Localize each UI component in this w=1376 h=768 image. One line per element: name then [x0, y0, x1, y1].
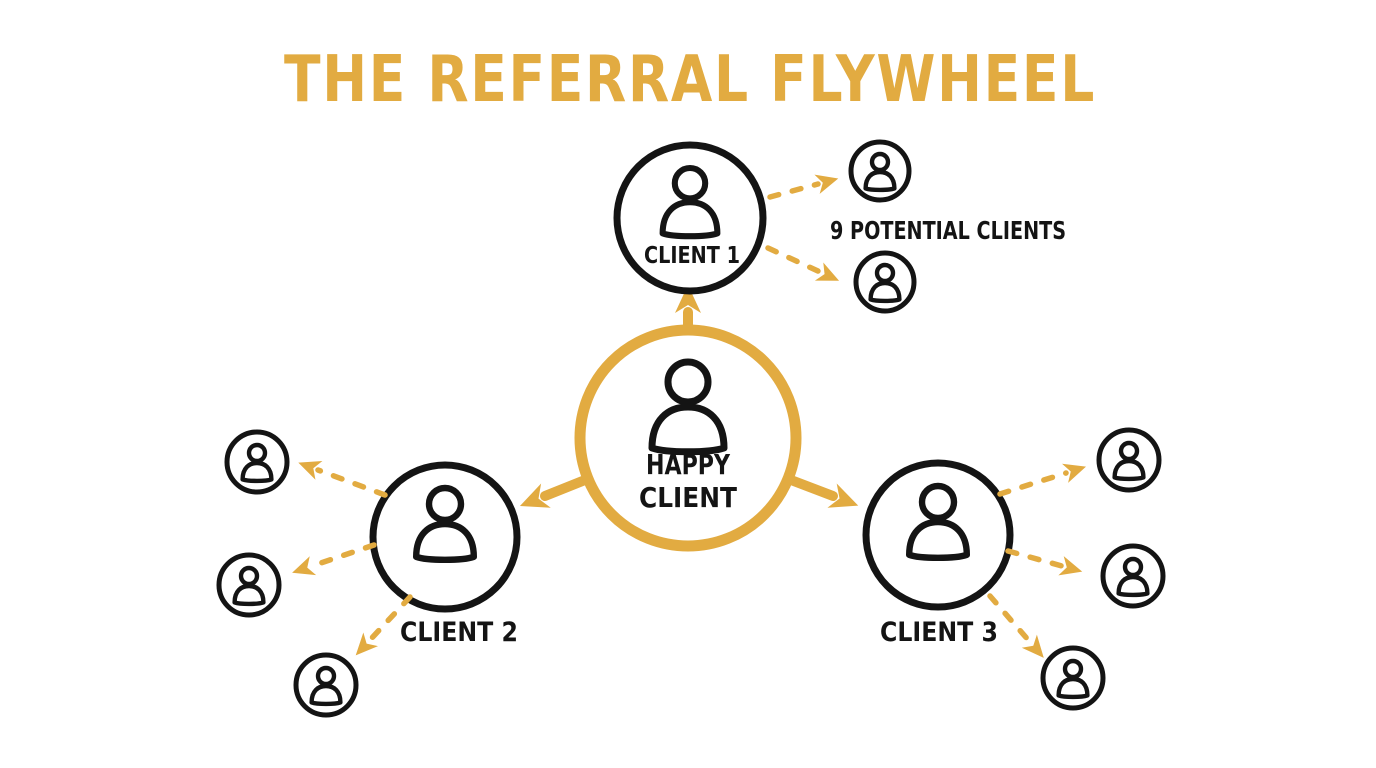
client-2-referrals: [216, 429, 413, 718]
happy-client-node: HAPPY CLIENT: [574, 324, 802, 552]
client-2-node: CLIENT 2: [369, 461, 521, 648]
potential-client-node: [293, 652, 359, 718]
potential-client-node: [1096, 427, 1162, 493]
potential-client-node: [848, 139, 912, 203]
referral-arrow: [767, 174, 839, 200]
arrow-to-client-2: [519, 475, 590, 508]
referral-arrow: [355, 594, 413, 656]
client-1-circle: [613, 141, 767, 295]
diagram-title: THE REFERRAL FLYWHEEL: [284, 43, 1096, 117]
referral-arrow: [987, 593, 1044, 658]
client-3-referrals: [987, 427, 1166, 711]
arrow-to-client-3: [786, 475, 859, 508]
referral-arrow: [765, 245, 840, 281]
referral-arrow: [298, 460, 388, 498]
potential-client-node: [853, 250, 917, 314]
referral-arrow: [292, 542, 377, 576]
referral-arrow: [997, 463, 1087, 497]
client-1-referrals: 9 POTENTIAL CLIENTS: [765, 139, 1066, 314]
potential-client-node: [216, 552, 282, 618]
potential-clients-annotation: 9 POTENTIAL CLIENTS: [830, 216, 1066, 245]
happy-client-circle: [574, 324, 802, 552]
client-1-node: CLIENT 1: [613, 141, 767, 295]
potential-client-node: [224, 429, 290, 495]
happy-client-label-line1: HAPPY: [646, 448, 731, 481]
client-1-label: CLIENT 1: [644, 243, 740, 269]
client-2-label: CLIENT 2: [400, 617, 518, 648]
referral-arrow: [1005, 548, 1083, 576]
client-3-node: CLIENT 3: [862, 459, 1014, 648]
potential-client-node: [1100, 543, 1166, 609]
client-2-circle: [369, 461, 521, 613]
potential-client-node: [1040, 645, 1106, 711]
client-3-circle: [862, 459, 1014, 611]
client-3-label: CLIENT 3: [880, 617, 998, 648]
happy-client-label-line2: CLIENT: [639, 481, 737, 514]
